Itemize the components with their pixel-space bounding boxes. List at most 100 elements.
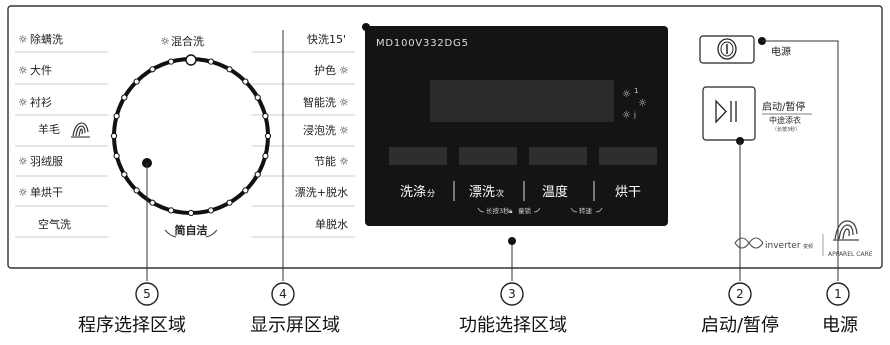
function-key-slot <box>389 147 447 165</box>
function-key-slot <box>529 147 587 165</box>
dial-dot <box>226 199 233 206</box>
dial-dot <box>133 78 140 85</box>
function-wash-button[interactable]: 洗涤 <box>400 185 426 200</box>
dial-dot <box>113 113 120 120</box>
dial-dot <box>168 207 175 214</box>
sun-icon: ☼ <box>18 64 28 77</box>
callout-label-3: 功能选择区域 <box>459 315 567 336</box>
dial-dot <box>168 58 175 65</box>
inverter-logo-icon <box>734 237 764 249</box>
sun-icon: ☼ <box>339 124 349 137</box>
callout-label-4: 显示屏区域 <box>250 315 340 336</box>
woolmark-icon <box>71 122 90 138</box>
program-right-3[interactable]: 浸泡洗 <box>303 123 336 137</box>
program-left-1[interactable]: 大件 <box>30 63 52 77</box>
dial-dot <box>207 58 214 65</box>
sun-indicator-icon: ☼ <box>638 98 647 109</box>
sun-icon: ☼ <box>339 155 349 168</box>
spin-speed-label: 转速 <box>579 206 593 215</box>
program-right-0[interactable]: 快洗15' <box>307 33 346 46</box>
sun-icon: ☼ <box>18 96 28 109</box>
dial-dot <box>254 94 261 101</box>
dial-brand-label: 简自洁 <box>175 223 208 237</box>
program-right-1[interactable]: 护色 <box>314 63 336 77</box>
dial-dot <box>113 152 120 159</box>
program-list-right: 快洗15' 护色 ☼ 智能洗 ☼ 浸泡洗 ☼ 节能 ☼ 漂洗+脱水 单脱水 <box>252 33 355 238</box>
start-pause-label: 启动/暂停 <box>762 100 805 113</box>
callout-number-4: 4 <box>279 287 287 301</box>
sun-icon: ☼ <box>339 64 349 77</box>
dial-dot <box>264 132 272 140</box>
apparel-care-text: APPAREL CARE <box>828 251 873 258</box>
dial-dot <box>149 199 156 206</box>
sun-icon: ☼ <box>160 35 170 48</box>
sun-icon: ☼ <box>18 155 28 168</box>
callout-label-5: 程序选择区域 <box>78 315 186 336</box>
start-pause-button[interactable] <box>702 86 756 141</box>
dial-top-marker <box>185 54 197 66</box>
program-left-0[interactable]: 除螨洗 <box>30 32 63 46</box>
display-indicator-2: j <box>633 111 636 119</box>
dial-dot <box>207 207 214 214</box>
sun-indicator-icon: ☼ <box>622 110 631 121</box>
dial-dot <box>121 94 128 101</box>
program-left-6[interactable]: 空气洗 <box>38 217 71 231</box>
callout-leader-lines <box>146 30 839 281</box>
dial-dot <box>110 132 118 140</box>
child-lock-label: 童锁 <box>518 206 532 215</box>
dial-dot <box>133 187 140 194</box>
sun-icon: ☼ <box>339 96 349 109</box>
callout-number-5: 5 <box>143 287 151 301</box>
inverter-logo-text: inverter <box>765 241 801 251</box>
dial-dot <box>226 66 233 73</box>
inverter-logo-sub: 变频 <box>803 243 813 250</box>
callout-label-2: 启动/暂停 <box>701 315 779 336</box>
dial-dot <box>262 113 269 120</box>
dial-dot <box>242 187 249 194</box>
program-left-3[interactable]: 羊毛 <box>38 122 60 136</box>
dial-dot <box>242 78 249 85</box>
lock-icon: 🔒︎ <box>509 207 513 215</box>
program-right-5[interactable]: 漂洗+脱水 <box>295 185 348 199</box>
program-top[interactable]: 混合洗 <box>171 34 204 48</box>
power-icon <box>717 38 737 60</box>
sun-icon: ☼ <box>18 186 28 199</box>
dial-dot <box>121 171 128 178</box>
dial-dot <box>262 152 269 159</box>
callout-label-1: 电源 <box>822 315 858 336</box>
long-press-hint: 长按3秒 <box>486 206 510 215</box>
program-right-6[interactable]: 单脱水 <box>315 217 348 231</box>
function-temp-button[interactable]: 温度 <box>542 184 568 200</box>
power-label: 电源 <box>771 45 791 58</box>
program-right-2[interactable]: 智能洗 <box>303 95 336 109</box>
display-callout-anchor <box>362 23 370 31</box>
display-indicator-1: 1 <box>634 87 638 95</box>
model-number: MD100V332DG5 <box>376 38 469 49</box>
sun-icon: ☼ <box>18 33 28 46</box>
callout-number-2: 2 <box>736 287 744 301</box>
dial-dot <box>187 209 195 217</box>
sun-indicator-icon: ☼ <box>622 89 631 100</box>
function-key-slot <box>599 147 657 165</box>
dial-position-dots <box>110 58 272 217</box>
function-rinse-button[interactable]: 漂洗 <box>469 184 495 200</box>
program-left-2[interactable]: 衬衫 <box>30 96 52 109</box>
function-key-slot <box>459 147 517 165</box>
callout-number-1: 1 <box>834 287 842 301</box>
callout-number-3: 3 <box>508 287 516 301</box>
dial-dot <box>254 171 261 178</box>
program-right-4[interactable]: 节能 <box>314 154 336 168</box>
function-wash-unit: 分 <box>427 189 435 198</box>
function-callout-anchor <box>508 237 516 245</box>
program-left-5[interactable]: 单烘干 <box>30 185 63 199</box>
display-panel <box>365 26 668 226</box>
program-dial[interactable] <box>110 54 272 217</box>
program-left-4[interactable]: 羽绒服 <box>30 155 63 168</box>
play-pause-icon <box>715 99 737 124</box>
dial-dot <box>149 66 156 73</box>
function-dry-button[interactable]: 烘干 <box>615 185 641 200</box>
add-clothes-label: 中途添衣 <box>769 115 801 125</box>
display-screen <box>430 80 614 122</box>
